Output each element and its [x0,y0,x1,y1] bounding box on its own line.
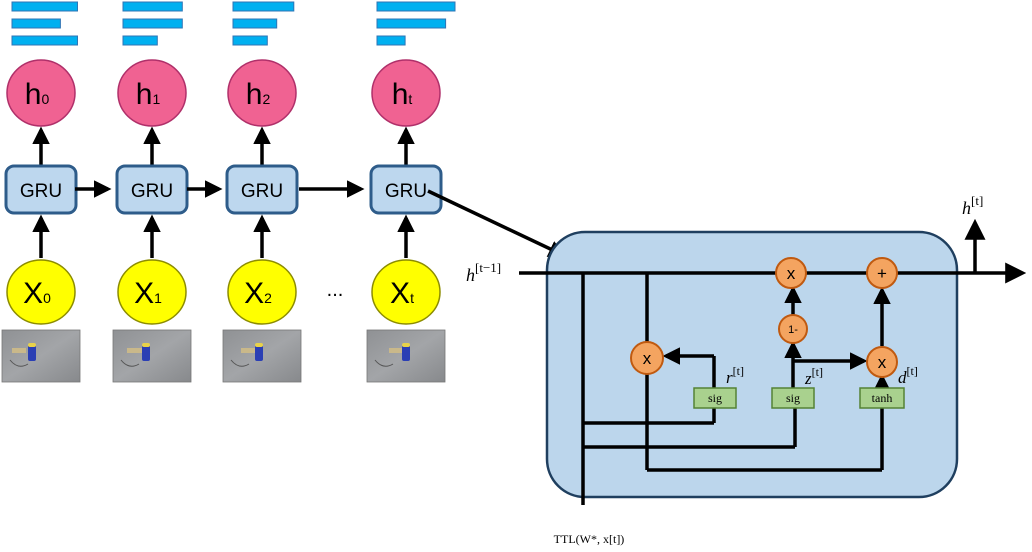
output-bar [122,35,158,46]
hidden-state-node [371,59,441,127]
svg-text:x: x [878,353,887,372]
activation-d: tanh [859,387,905,409]
op-one-minus: 1- [778,314,808,344]
cell-wires [519,218,1027,505]
gate-label-z: z[t] [804,365,823,388]
activation-z: sig [771,387,815,409]
svg-text:sig: sig [786,391,800,405]
gru-block [369,164,443,215]
op-update-mult: x [775,257,807,289]
hidden-state-label: ht [392,78,413,111]
gru-cell: x x + 1- x sig sig tanh [466,193,1027,546]
gate-label-r: r[t] [726,364,744,387]
output-bar [232,1,295,12]
input-frame-image [222,329,302,383]
output-bars [11,1,78,46]
input-label: Xt [390,277,414,310]
hidden-state-node [227,59,297,127]
hidden-state-node [117,59,187,127]
gru-label: GRU [385,181,427,202]
ellipsis: ... [327,279,344,301]
gate-label-d: d[t] [898,364,918,387]
gru-label: GRU [241,181,283,202]
output-bar [11,1,78,12]
activation-r: sig [693,387,737,409]
output-bar [122,18,183,29]
op-reset-mult: x [630,341,664,375]
output-bars [122,1,183,46]
input-frame-image [1,329,81,383]
op-candidate-mult: x [866,346,898,378]
output-bar [376,18,447,29]
input-node [6,259,76,325]
svg-text:sig: sig [708,391,722,405]
input-node [371,259,441,325]
cell-output-label: h[t] [962,193,983,218]
input-node [117,259,187,325]
input-frame-image [366,329,446,383]
cell-background [545,230,959,499]
input-frame-image [112,329,192,383]
gru-block [225,164,299,215]
svg-text:1-: 1- [788,324,798,336]
output-bars [232,1,295,46]
output-bar [122,1,183,12]
svg-text:+: + [877,264,887,283]
output-bar [232,35,268,46]
output-bar [11,18,61,29]
gru-label: GRU [20,181,62,202]
output-bars [376,1,456,46]
output-bar [376,35,406,46]
gru-label: GRU [131,181,173,202]
input-node [227,259,297,325]
input-label: X1 [134,277,162,310]
svg-text:tanh: tanh [872,391,893,405]
output-bar [232,18,278,29]
output-bar [11,35,78,46]
output-bar [376,1,456,12]
zoom-connector-arrow [427,189,567,257]
ttl-label: TTL(W*, x[t]) [554,532,625,546]
svg-text:x: x [787,264,796,283]
svg-text:x: x [643,349,652,368]
hidden-state-node [6,59,76,127]
op-add: + [866,257,898,289]
cell-input-label: h[t−1] [466,260,501,285]
